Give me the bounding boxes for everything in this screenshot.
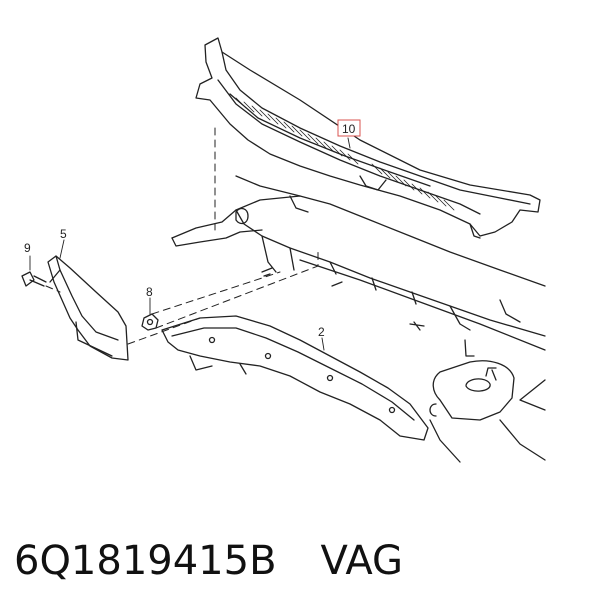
bracket-part-2: [161, 315, 429, 441]
nut-part-8: [141, 313, 159, 331]
callout-5: 5: [60, 227, 67, 241]
fasteners: [261, 267, 497, 381]
callout-9: 9: [24, 241, 31, 255]
callout-10: 10: [342, 122, 356, 136]
screw-part-9: [21, 271, 47, 287]
callout-box-10: [337, 119, 361, 137]
brand-name: VAG: [320, 538, 403, 584]
vehicle-body-structure: [171, 175, 546, 463]
parts-exploded-diagram: 10 9 5 8 2: [21, 37, 546, 463]
cowl-panel-part-10: [195, 37, 541, 239]
callout-2: 2: [318, 325, 325, 339]
callout-8: 8: [146, 285, 153, 299]
part-number: 6Q1819415B: [14, 538, 277, 584]
side-bracket-part-5: [47, 255, 129, 361]
part-caption: 6Q1819415B VAG: [14, 538, 403, 584]
